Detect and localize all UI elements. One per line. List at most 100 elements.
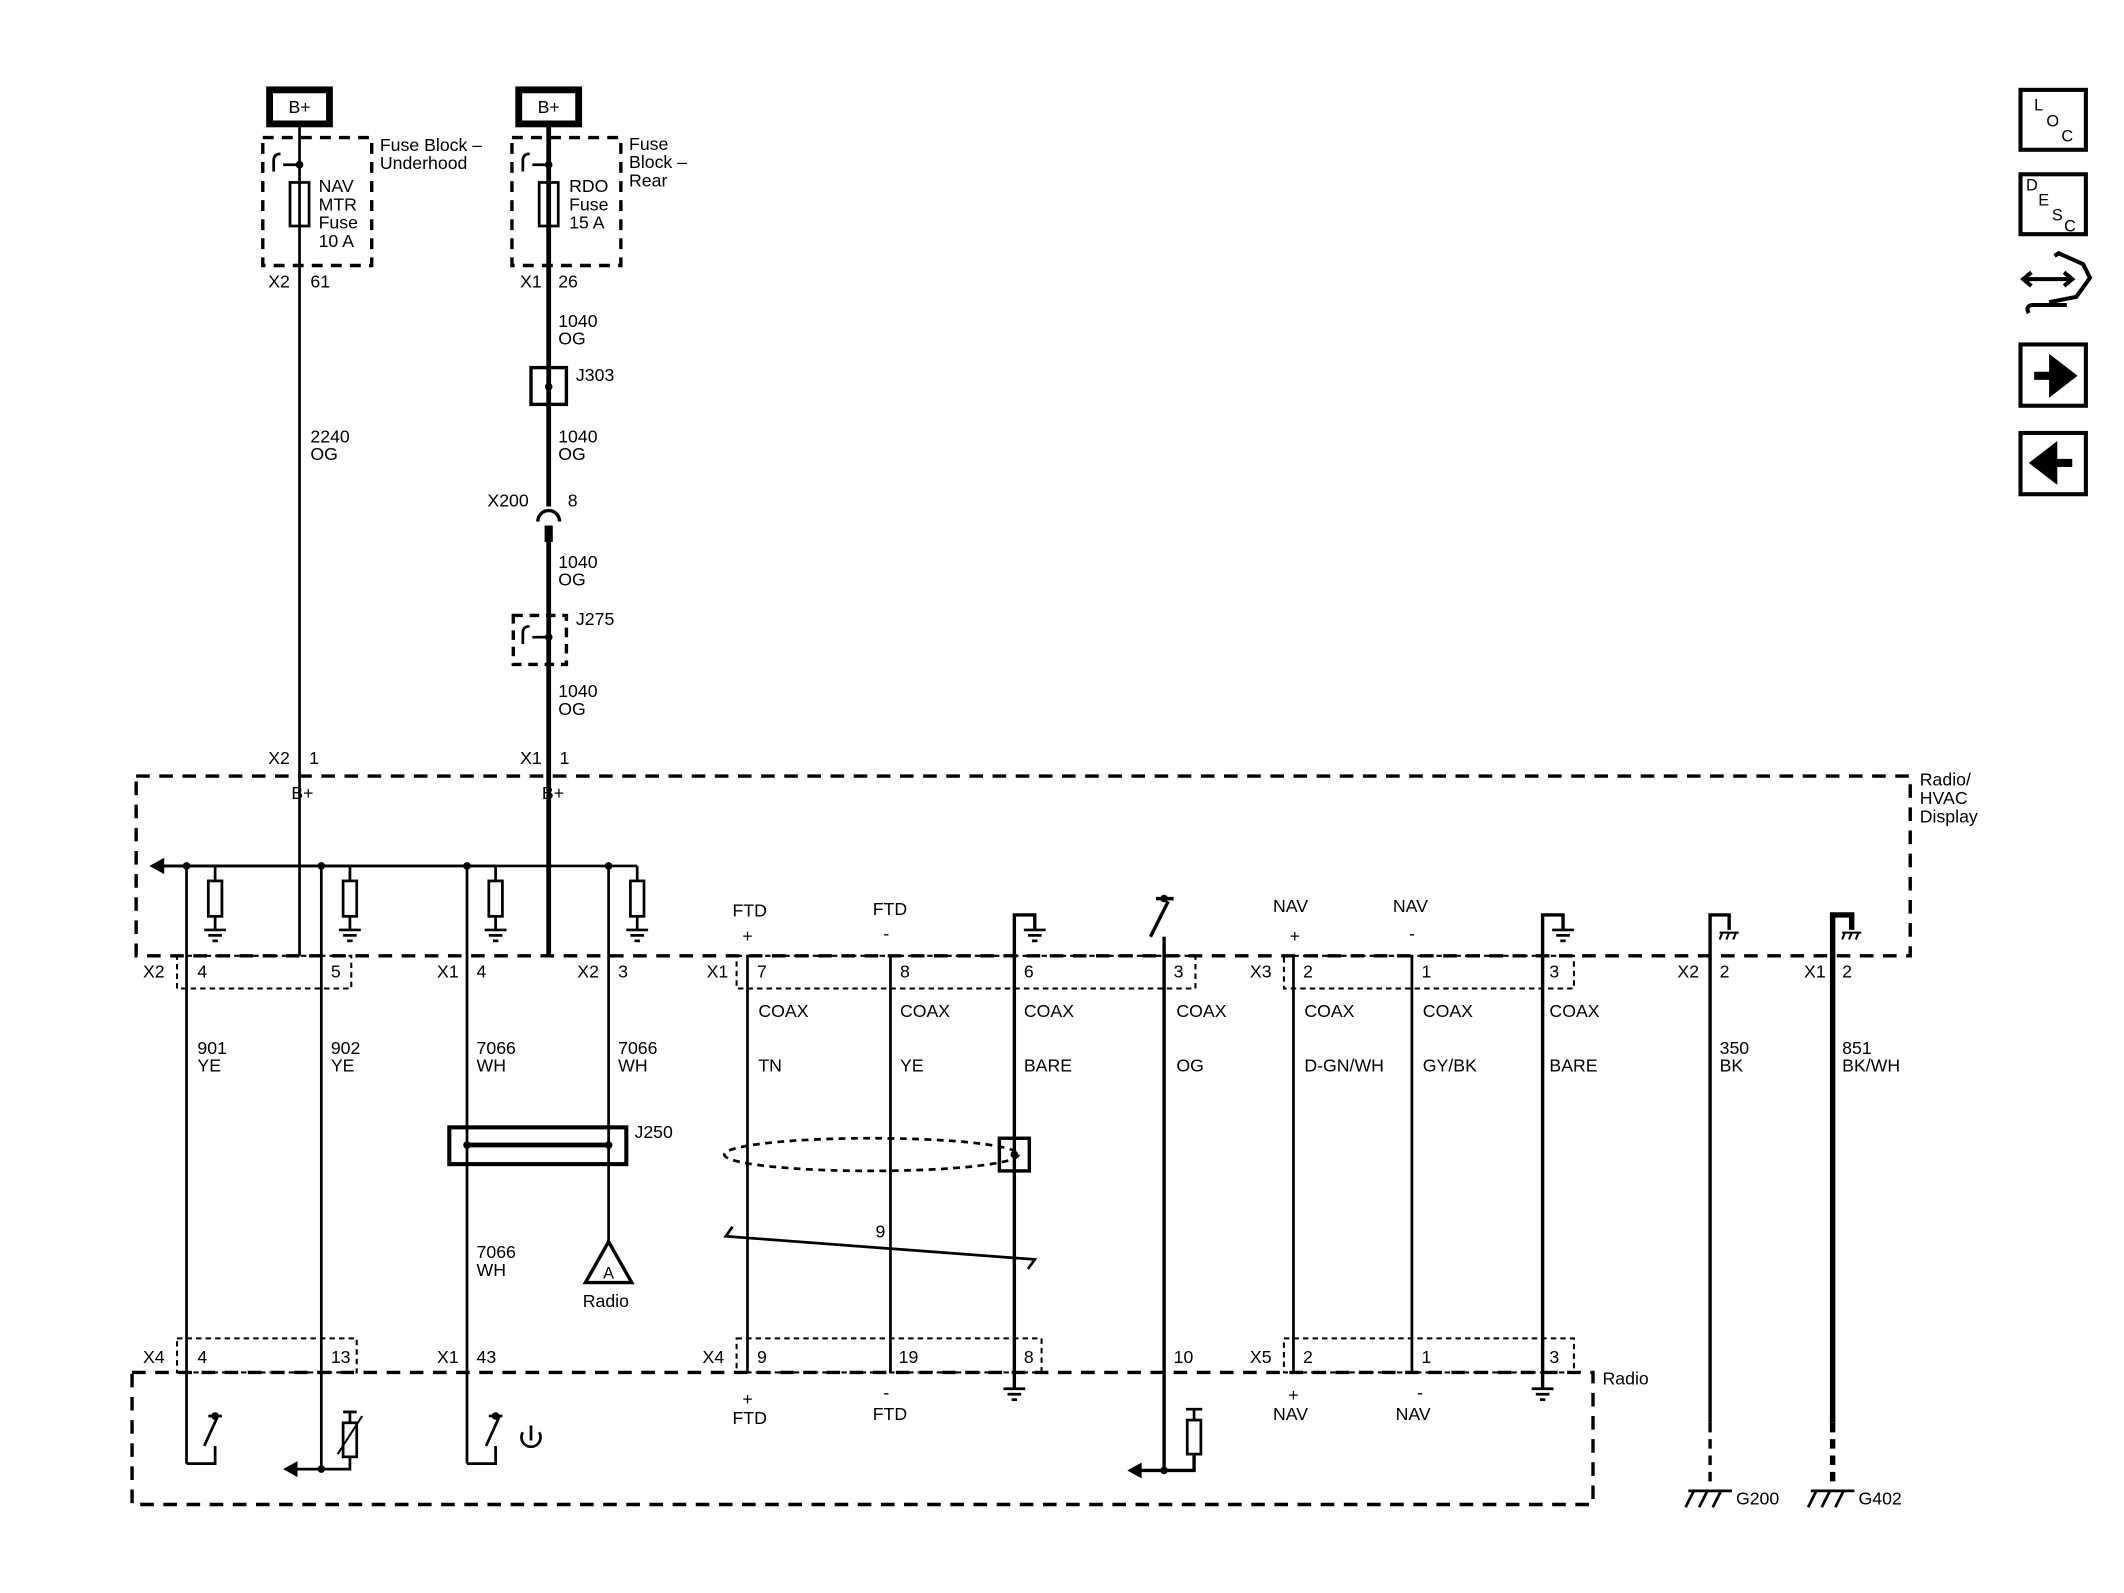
label: X2: [577, 962, 599, 982]
sign: +: [1288, 1385, 1298, 1405]
wire-number: 2240: [310, 427, 350, 447]
connector-box: [175, 1337, 358, 1374]
label: 1: [1421, 1347, 1431, 1367]
wire-type: COAX: [1549, 1001, 1599, 1021]
sign: -: [883, 923, 889, 943]
wire-color: YE: [331, 1056, 355, 1076]
module-label: Display: [1920, 806, 1978, 826]
splice-label: J303: [576, 365, 615, 385]
label: 9: [757, 1347, 767, 1367]
wire-type: COAX: [1024, 1001, 1074, 1021]
label: 3: [618, 962, 628, 982]
label: X5: [1250, 1347, 1272, 1367]
connector-label: X2: [268, 748, 290, 768]
label: X2: [143, 962, 165, 982]
label: 4: [197, 1347, 207, 1367]
fuse-block-label: Rear: [629, 171, 667, 191]
label: 10: [1174, 1347, 1194, 1367]
chassis-ground-icon: [1848, 932, 1853, 940]
wire-color: D-GN/WH: [1304, 1056, 1384, 1076]
connector-label: X1: [520, 748, 542, 768]
label: 3: [1174, 962, 1184, 982]
twist-count: 9: [875, 1222, 885, 1242]
fuse-label: 10 A: [319, 231, 355, 251]
label: X3: [1250, 962, 1272, 982]
fuse-block-label: Underhood: [380, 153, 468, 173]
arrow-left-icon: [2028, 441, 2073, 485]
twisted-pair-line: [723, 1225, 1038, 1270]
wire-851: [1829, 912, 1855, 1423]
sign: -: [883, 1382, 889, 1402]
label: X1: [437, 1347, 459, 1367]
fuse-block-label: Fuse: [629, 134, 668, 154]
fuse-tap-icon: [521, 152, 549, 172]
label: 1040: [558, 311, 598, 331]
ground-icon: [1820, 1490, 1832, 1508]
fuse-block-label: Fuse Block –: [380, 135, 482, 155]
coax-shield-bare: [1540, 913, 1565, 1389]
label: FTD: [873, 1404, 907, 1424]
power-switch-circuit: [467, 1445, 497, 1466]
label: 4: [477, 962, 487, 982]
chassis-ground-icon: [1854, 932, 1860, 940]
label: 13: [331, 1347, 351, 1367]
resistor-icon: [487, 879, 504, 918]
terminal-label: B+: [542, 783, 564, 803]
off-page-connector-icon: [582, 1238, 635, 1285]
fuse-label: Fuse: [569, 194, 608, 214]
sign: +: [742, 1389, 752, 1409]
desc-letter: D: [2026, 177, 2038, 195]
connector-label: X2: [268, 271, 290, 291]
thermistor-icon: [336, 1415, 364, 1455]
sign: +: [1290, 926, 1300, 946]
connector-box: [735, 1337, 1043, 1374]
wire-number: 902: [331, 1038, 361, 1058]
battery-source-box: [515, 86, 583, 128]
junction-dot: [211, 1412, 219, 1420]
fuse-block-label: Block –: [629, 152, 687, 172]
connector-wrench-icon[interactable]: [2020, 250, 2093, 315]
ground-g200: G200: [1736, 1489, 1779, 1509]
wire-number: 7066: [618, 1038, 658, 1058]
resistor-icon: [1185, 1418, 1203, 1456]
junction-dot: [604, 1141, 613, 1149]
power-icon: [520, 1425, 542, 1449]
label: 8: [900, 962, 910, 982]
wire-color: YE: [197, 1056, 221, 1076]
label: X1: [1804, 962, 1826, 982]
label: 2: [1842, 962, 1852, 982]
label: NAV: [1396, 1404, 1431, 1424]
sign: +: [742, 926, 752, 946]
connector-pin: [544, 525, 553, 542]
connector-box: [1282, 954, 1575, 990]
chassis-ground-icon: [1732, 932, 1737, 940]
ground-icon: [1711, 1490, 1723, 1508]
wire-number: 851: [1842, 1038, 1872, 1058]
junction-dot: [295, 160, 304, 169]
switch-icon: [202, 1415, 220, 1447]
label: NAV: [1273, 1404, 1308, 1424]
loc-letter: L: [2034, 96, 2043, 114]
connector-label: X1: [520, 271, 542, 291]
inline-connector-x200: [536, 508, 562, 522]
sign: -: [1417, 1382, 1423, 1402]
wire-color: OG: [310, 444, 338, 464]
wire-type: COAX: [758, 1001, 808, 1021]
forward-button: [2018, 342, 2088, 408]
resistor-icon: [206, 879, 224, 918]
label: NAV: [1393, 896, 1428, 916]
fuse-block-rear: [510, 135, 623, 268]
chassis-ground-icon: [1725, 932, 1731, 940]
wire-color: OG: [1176, 1056, 1204, 1076]
label: 3: [1549, 1347, 1559, 1367]
label: 2: [1720, 962, 1730, 982]
pin-label: 1: [309, 748, 319, 768]
label: FTD: [873, 899, 907, 919]
wire-type: COAX: [1304, 1001, 1354, 1021]
fuse-block-underhood: [261, 135, 374, 268]
label: 8: [1024, 1347, 1034, 1367]
coax-shield-ellipse: [722, 1136, 1020, 1173]
resistor-icon: [341, 879, 359, 918]
splice-j250: [447, 1125, 629, 1167]
